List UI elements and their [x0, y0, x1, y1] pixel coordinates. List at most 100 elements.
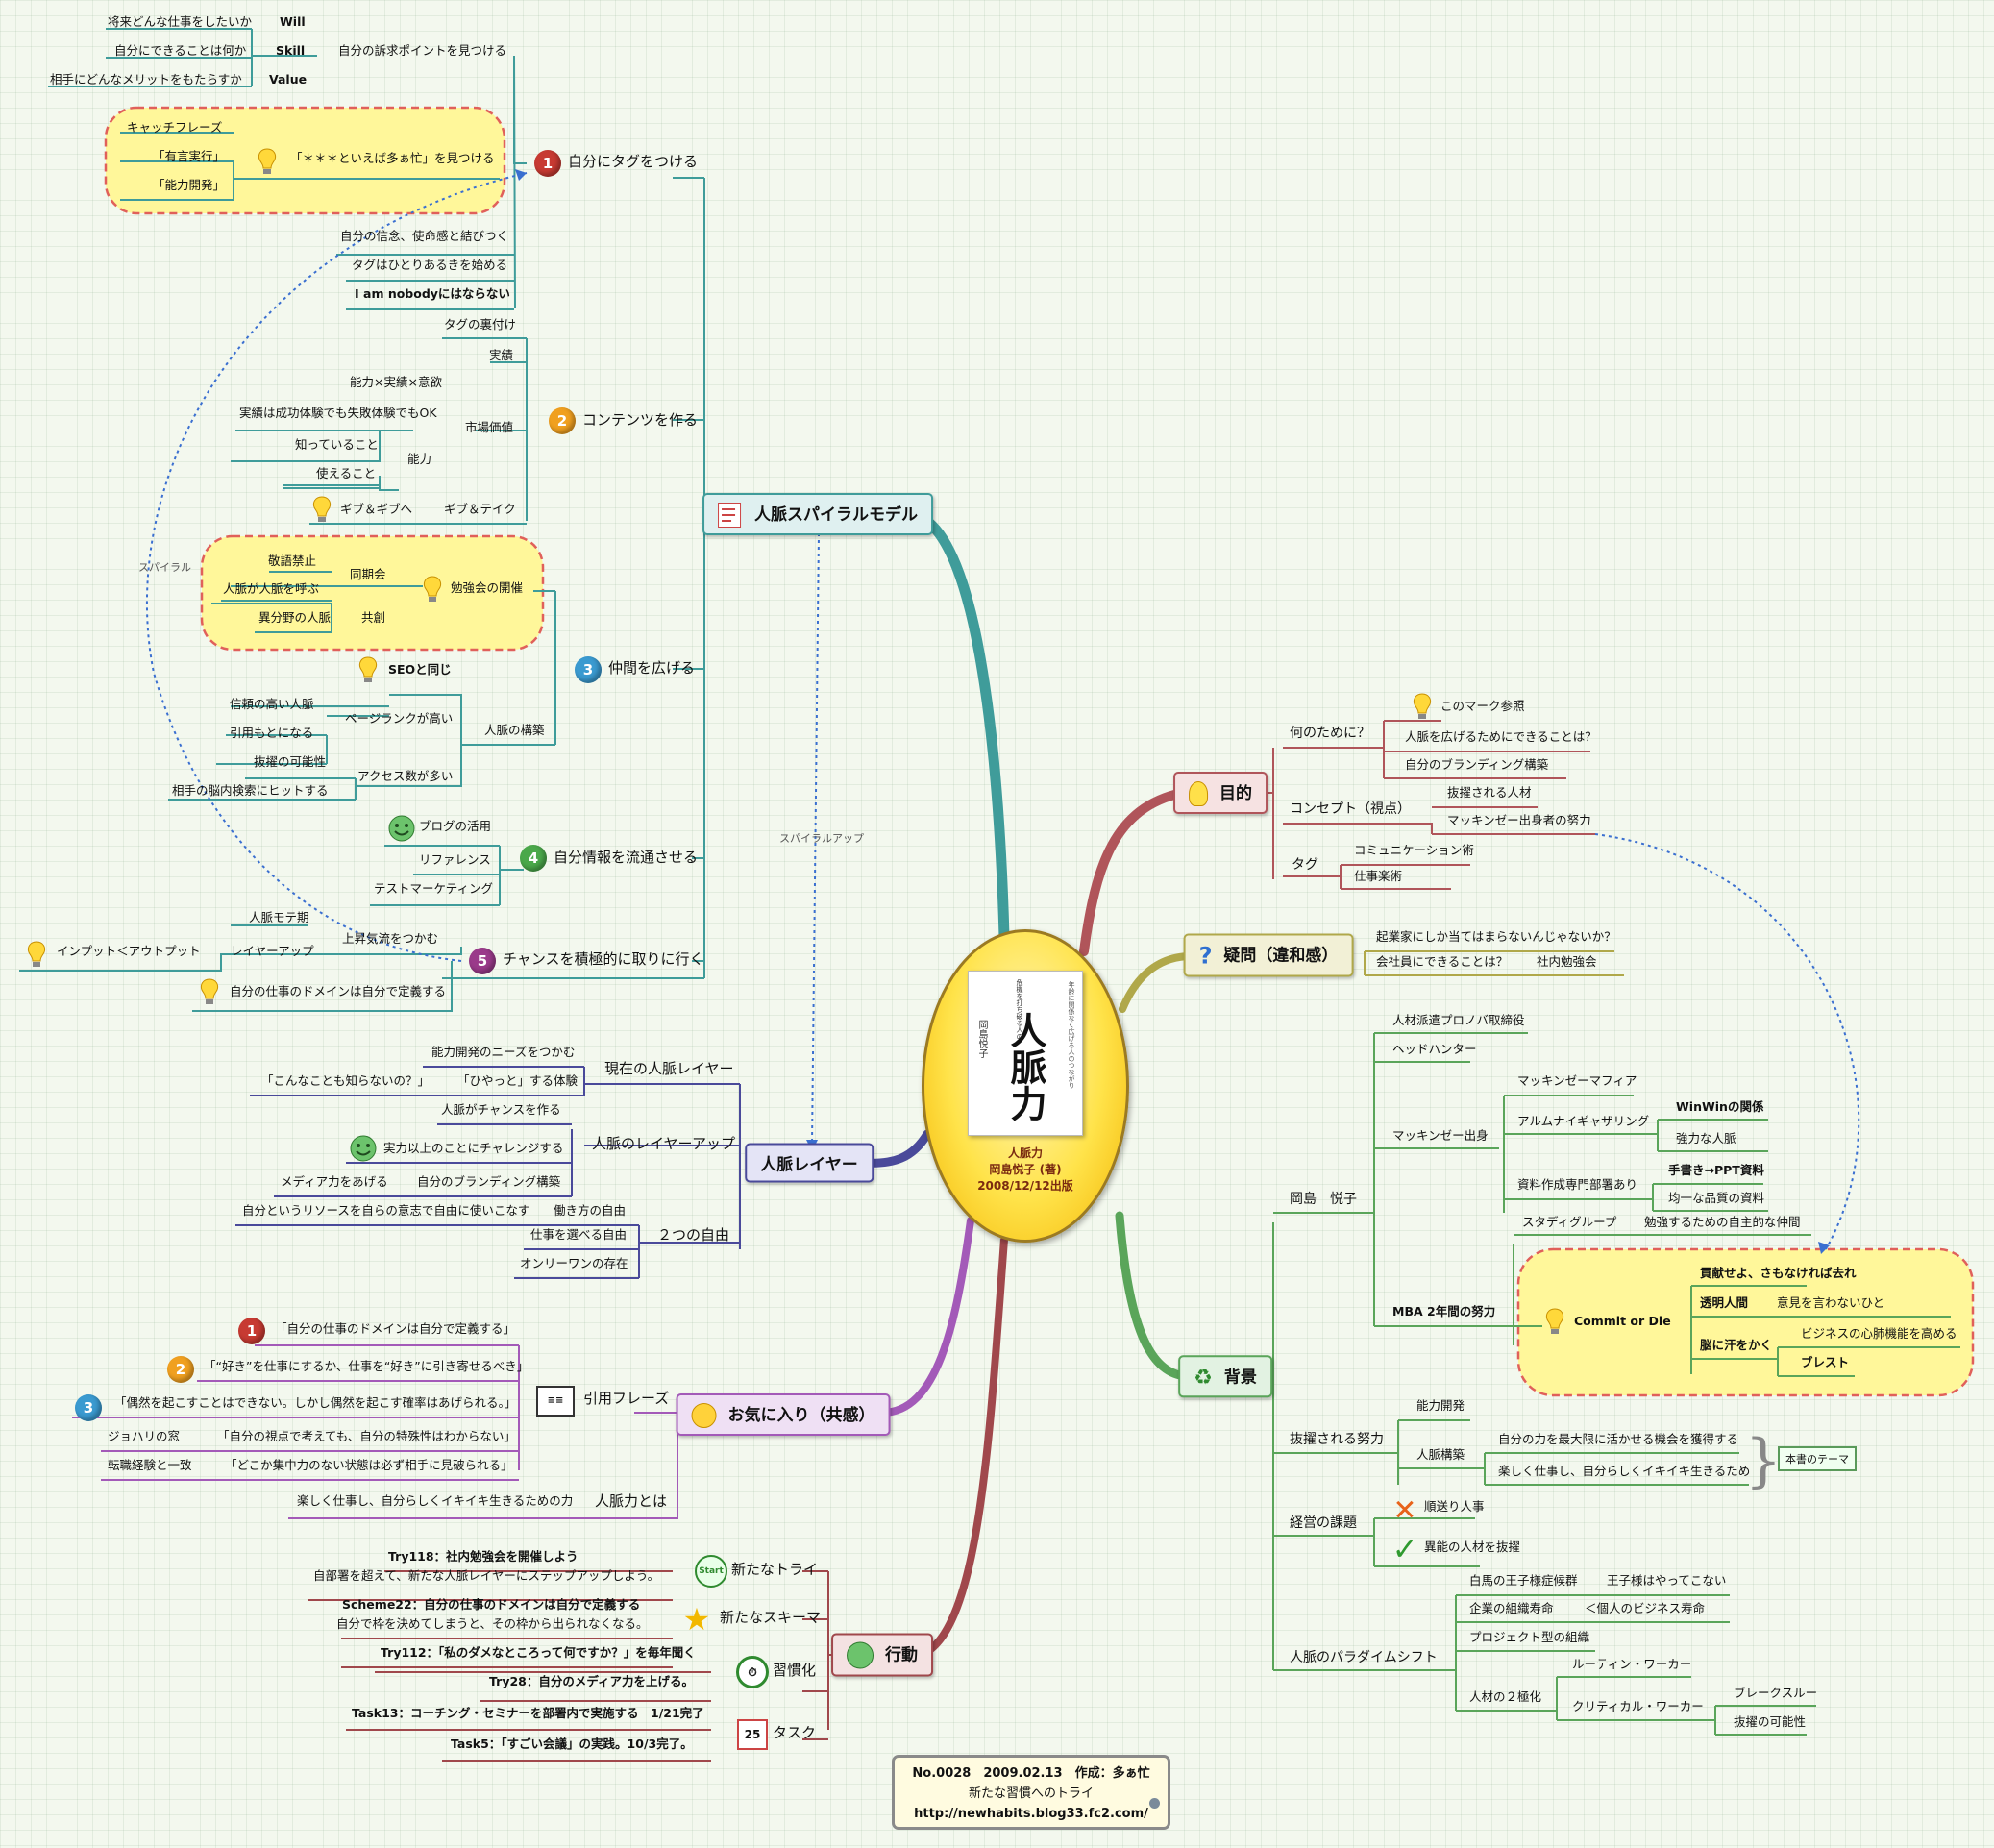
try112[interactable]: Try112：「私のダメなところって何ですか？」を毎年聞く: [381, 1645, 696, 1660]
freedom-title[interactable]: ２つの自由: [657, 1226, 730, 1244]
catchphrase[interactable]: キャッチフレーズ: [127, 120, 223, 135]
node-favorite[interactable]: お気に入り（共感）: [676, 1393, 891, 1436]
fail-ok[interactable]: 実績は成功体験でも失敗体験でもOK: [239, 406, 437, 420]
example-nouryoku[interactable]: 「能力開発」: [153, 178, 226, 192]
layer-up[interactable]: レイヤーアップ: [231, 944, 314, 958]
question-1[interactable]: 起業家にしか当てはまらないんじゃないか？: [1376, 929, 1616, 944]
node-background[interactable]: ♻ 背景: [1178, 1355, 1272, 1397]
task13[interactable]: Task13：コーチング・セミナーを部署内で実施する 1/21完了: [352, 1706, 704, 1720]
uniform-quality[interactable]: 均一な品質の資料: [1668, 1191, 1765, 1205]
node-purpose[interactable]: 目的: [1173, 772, 1268, 814]
blog[interactable]: ブログの活用: [419, 819, 492, 833]
ability-needs[interactable]: 能力開発のニーズをつかむ: [431, 1045, 576, 1059]
brainstorm[interactable]: ブレスト: [1801, 1355, 1850, 1369]
book-theme-badge[interactable]: 本書のテーマ: [1778, 1446, 1857, 1471]
project-org[interactable]: プロジェクト型の組織: [1469, 1630, 1590, 1644]
tag-walk[interactable]: タグはひとりあるきを始める: [352, 258, 508, 272]
mba-effort[interactable]: MBA 2年間の努力: [1392, 1304, 1496, 1318]
access[interactable]: アクセス数が多い: [357, 769, 454, 783]
test-marketing[interactable]: テストマーケティング: [374, 881, 494, 896]
try118-line1[interactable]: Try118：社内勉強会を開催しよう: [388, 1549, 579, 1564]
resource-freedom[interactable]: 自分というリソースを自らの意志で自由に使いこなす: [242, 1203, 530, 1218]
strong-network[interactable]: 強力な人脈: [1676, 1131, 1736, 1146]
try28[interactable]: Try28：自分のメディア力を上げる。: [489, 1674, 694, 1688]
trusted[interactable]: 信頼の高い人脈: [230, 697, 314, 711]
voluntary-peers[interactable]: 勉強するための自主的な仲間: [1644, 1215, 1801, 1229]
tag-title[interactable]: 自分にタグをつける: [568, 153, 699, 170]
schema-title[interactable]: 新たなスキーマ: [720, 1609, 822, 1626]
contents-title[interactable]: コンテンツを作る: [582, 411, 699, 429]
picked-talent[interactable]: 抜擢される人材: [1447, 785, 1532, 800]
why[interactable]: 何のために？: [1290, 726, 1370, 741]
headhunter[interactable]: ヘッドハンター: [1392, 1042, 1477, 1056]
market-value[interactable]: 市場価値: [465, 420, 514, 434]
silent-person[interactable]: 意見を言わないひと: [1777, 1295, 1885, 1310]
value-question[interactable]: 相手にどんなメリットをもたらすか: [50, 72, 242, 86]
docs-dept[interactable]: 資料作成専門部署あり: [1517, 1177, 1638, 1192]
question-2[interactable]: 会社員にできることは？: [1376, 954, 1509, 969]
study-group[interactable]: スタディグループ: [1522, 1215, 1617, 1229]
prince-syndrome[interactable]: 白馬の王子様症候群: [1469, 1573, 1578, 1588]
hire-chance[interactable]: 抜擢の可能性: [1734, 1714, 1807, 1729]
work-style[interactable]: 働き方の自由: [554, 1203, 627, 1218]
mckinsey-mafia[interactable]: マッキンゼーマフィア: [1517, 1073, 1637, 1088]
breakthrough[interactable]: ブレークスルー: [1734, 1686, 1818, 1700]
ability-dev[interactable]: 能力開発: [1416, 1398, 1465, 1413]
critical-worker[interactable]: クリティカル・ワーカー: [1572, 1699, 1704, 1713]
choose-work[interactable]: 仕事を選べる自由: [530, 1227, 628, 1242]
picked-effort[interactable]: 抜擢される努力: [1290, 1432, 1384, 1447]
footer-url[interactable]: http://newhabits.blog33.fc2.com/: [914, 1807, 1148, 1821]
search-hit[interactable]: 相手の脳内検索にヒットする: [172, 783, 329, 798]
node-action[interactable]: 行動: [831, 1633, 933, 1677]
skill-question[interactable]: 自分にできることは何か: [114, 43, 247, 58]
commit-or-die[interactable]: Commit or Die: [1574, 1314, 1671, 1328]
will-label[interactable]: Will: [280, 14, 306, 29]
seo[interactable]: SEOと同じ: [388, 662, 452, 677]
johari[interactable]: ジョハリの窓: [108, 1429, 181, 1443]
branding[interactable]: 自分のブランディング構築: [417, 1174, 561, 1189]
mckinsey-alumni[interactable]: マッキンゼー出身: [1392, 1128, 1489, 1143]
task-title[interactable]: タスク: [773, 1724, 817, 1741]
will-question[interactable]: 将来どんな仕事をしたいか: [108, 14, 253, 29]
scheme22-line2[interactable]: 自分で枠を決めてしまうと、その枠から出られなくなる。: [336, 1616, 649, 1631]
appeal-point[interactable]: 自分の訴求ポイントを見つける: [338, 43, 507, 58]
input-output[interactable]: インプット＜アウトプット: [57, 944, 201, 958]
business-life[interactable]: ＜個人のビジネス寿命: [1585, 1601, 1706, 1615]
skill-label[interactable]: Skill: [276, 43, 306, 58]
current-layer-title[interactable]: 現在の人脈レイヤー: [604, 1060, 734, 1077]
co-create[interactable]: 共創: [361, 610, 386, 625]
find-catchphrase[interactable]: 「＊＊＊といえば多ぁ忙」を見つける: [290, 151, 495, 165]
define-domain[interactable]: 自分の仕事のドメインは自分で定義する: [230, 984, 447, 998]
other-field[interactable]: 異分野の人脈: [258, 610, 332, 625]
media-power[interactable]: メディア力をあげる: [281, 1174, 388, 1189]
use[interactable]: 使えること: [316, 466, 377, 480]
ability[interactable]: 能力: [407, 452, 432, 466]
updraft[interactable]: 上昇気流をつかむ: [342, 931, 439, 946]
try118-line2[interactable]: 自部署を超えて、新たな人脈レイヤーにステップアップしよう。: [313, 1568, 660, 1583]
heart-lung[interactable]: ビジネスの心肺機能を高める: [1801, 1326, 1957, 1341]
opportunity[interactable]: 自分の力を最大限に活かせる機会を獲得する: [1498, 1432, 1739, 1446]
layer-up-title[interactable]: 人脈のレイヤーアップ: [592, 1135, 735, 1152]
build-network[interactable]: 人脈の構築: [484, 723, 545, 737]
node-layer[interactable]: 人脈レイヤー: [745, 1143, 874, 1183]
central-topic[interactable]: 危機を打ち破る人の 年齢に関係なく広げる人のつながり 人脈力 岡島悦子 人脈力 …: [922, 929, 1129, 1243]
expand-network[interactable]: 人脈を広げるためにできることは？: [1405, 729, 1597, 744]
enjoy-work[interactable]: 楽しく仕事し、自分らしくイキイキ生きるため: [1498, 1464, 1751, 1478]
network-build[interactable]: 人脈構築: [1416, 1447, 1465, 1462]
polarization[interactable]: 人材の２極化: [1469, 1689, 1542, 1704]
quote-2[interactable]: 「“好き”を仕事にするか、仕事を“好き”に引き寄せるべき」: [204, 1359, 529, 1373]
know[interactable]: 知っていること: [295, 437, 379, 452]
node-question[interactable]: ? 疑問（違和感）: [1183, 933, 1354, 977]
handwriting[interactable]: 手書き→PPT資料: [1668, 1163, 1764, 1177]
hire-possibility[interactable]: 抜擢の可能性: [254, 754, 327, 769]
task5[interactable]: Task5：「すごい会議」の実践。10/3完了。: [451, 1737, 693, 1751]
friends-title[interactable]: 仲間を広げる: [608, 659, 696, 677]
quotes-title[interactable]: 引用フレーズ: [583, 1390, 670, 1407]
scheme22-line1[interactable]: Scheme22：自分の仕事のドメインは自分で定義する: [342, 1597, 641, 1612]
only-one[interactable]: オンリーワンの存在: [520, 1256, 628, 1270]
self-branding[interactable]: 自分のブランディング構築: [1405, 757, 1549, 772]
alumni-gathering[interactable]: アルムナイギャザリング: [1517, 1114, 1650, 1128]
prince-no[interactable]: 王子様はやってこない: [1607, 1573, 1727, 1588]
transparent-person[interactable]: 透明人間: [1700, 1295, 1749, 1310]
power-title[interactable]: 人脈力とは: [595, 1492, 668, 1510]
